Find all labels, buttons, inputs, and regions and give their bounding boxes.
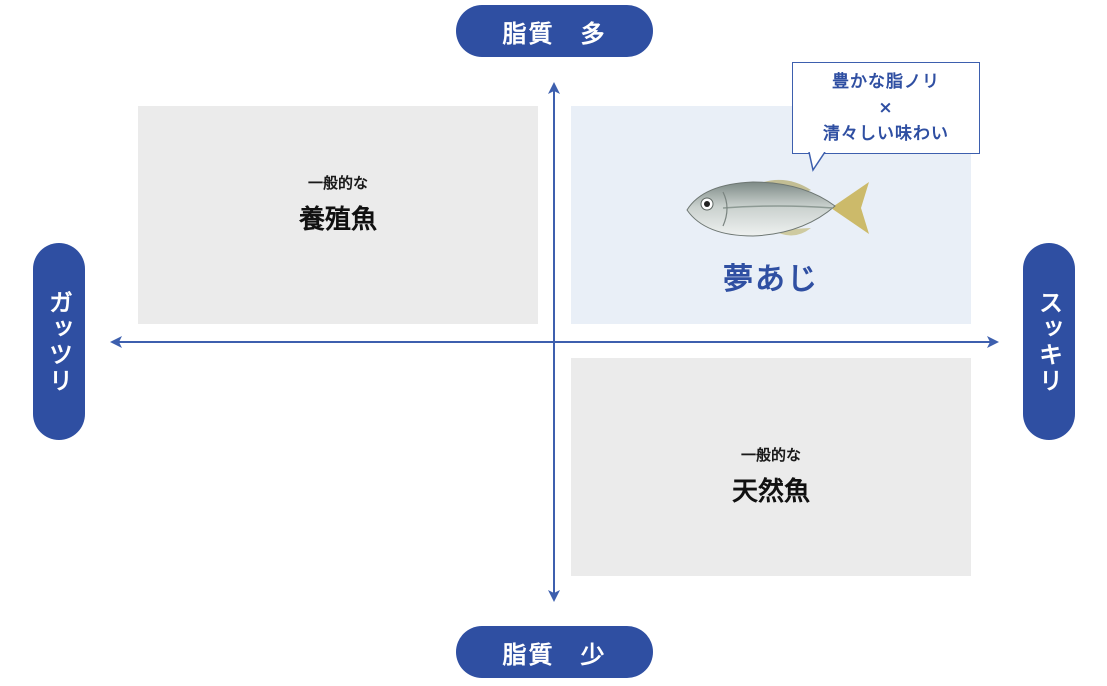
- callout-line-2: ×: [878, 98, 894, 118]
- yume-aji-label: 夢あじ: [723, 262, 819, 297]
- speech-bubble: 豊かな脂ノリ × 清々しい味わい: [792, 62, 980, 154]
- wild-fish-caption: 一般的な: [740, 446, 801, 464]
- axis-label-fat-low: 脂質 少: [456, 626, 653, 678]
- speech-bubble-tail: [808, 152, 826, 172]
- horse-mackerel-image: [686, 179, 869, 237]
- quadrant-farmed-fish: 一般的な 養殖魚: [138, 106, 538, 324]
- farmed-fish-label: 養殖魚: [298, 205, 377, 235]
- axis-label-hearty: ガッツリ: [33, 243, 85, 440]
- axis-label-light: スッキリ: [1023, 243, 1075, 440]
- axis-label-fat-high: 脂質 多: [456, 5, 653, 57]
- quadrant-wild-fish: 一般的な 天然魚: [571, 358, 971, 576]
- callout-line-1: 豊かな脂ノリ: [832, 72, 940, 92]
- wild-fish-label: 天然魚: [731, 477, 810, 507]
- callout-line-3: 清々しい味わい: [823, 124, 949, 144]
- farmed-fish-caption: 一般的な: [307, 174, 368, 192]
